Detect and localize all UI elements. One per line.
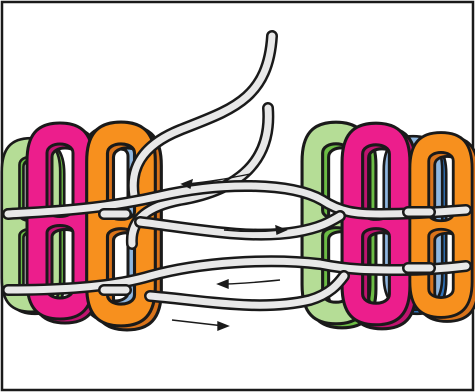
pull-tab-weaving-illustration	[0, 0, 475, 392]
